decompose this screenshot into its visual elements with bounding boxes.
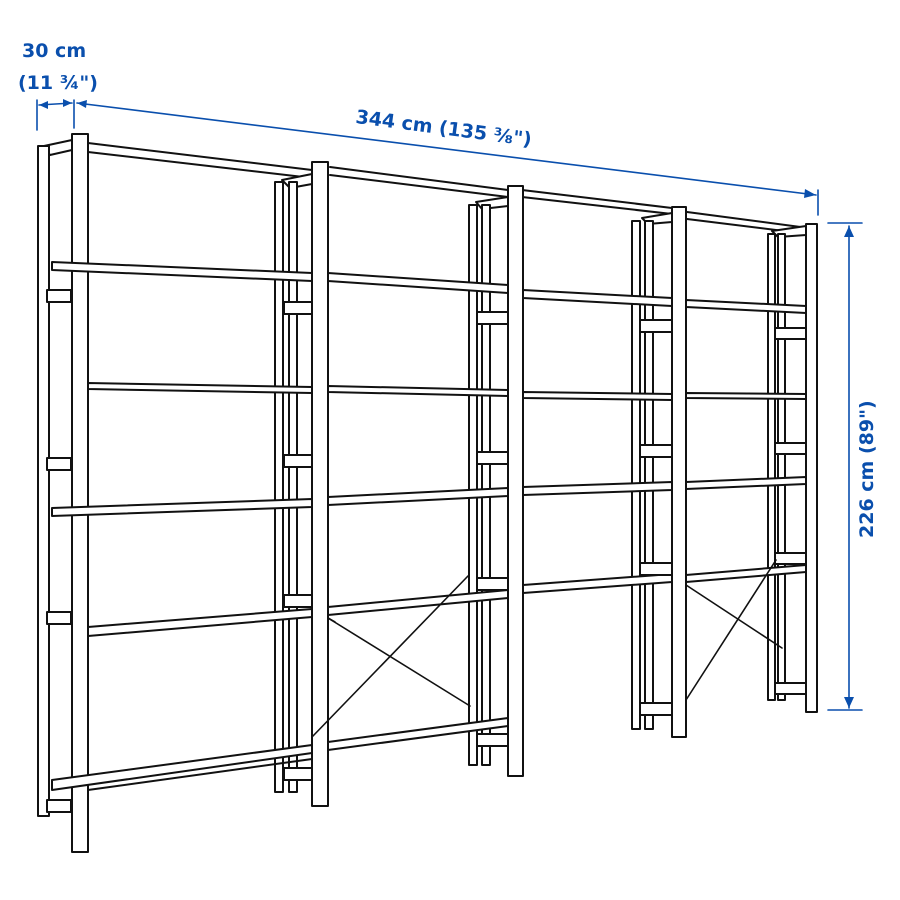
brackets xyxy=(46,289,807,813)
shelving-unit xyxy=(37,133,818,853)
height-label: 226 cm (89") xyxy=(856,400,878,538)
section-2-shelves xyxy=(327,272,509,751)
section-3-shelves xyxy=(522,289,673,594)
cross-braces xyxy=(311,559,783,738)
depth-imperial-label: (11 ¾") xyxy=(18,72,98,94)
section-1-shelves xyxy=(51,261,313,791)
depth-metric-label: 30 cm xyxy=(22,40,87,62)
section-4-shelves xyxy=(685,299,807,583)
dimension-lines xyxy=(36,99,863,711)
